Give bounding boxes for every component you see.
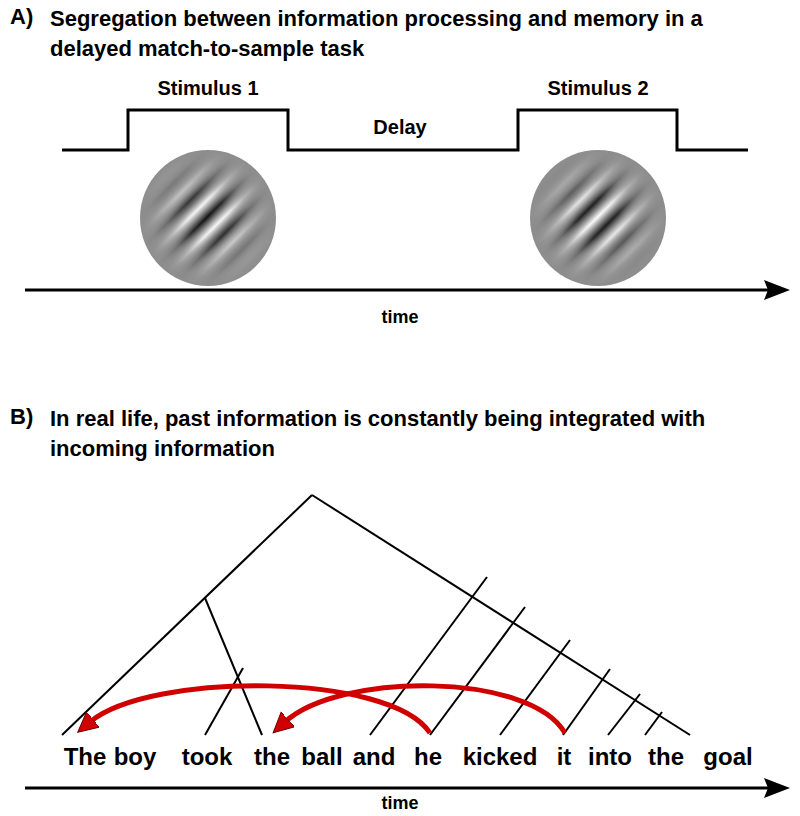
sentence-word: and	[353, 743, 396, 772]
sentence-word: boy	[114, 743, 157, 772]
sentence-word: kicked	[463, 743, 538, 772]
axis-label: time	[381, 307, 418, 329]
delay-label: Delay	[373, 115, 426, 139]
sentence-word: goal	[703, 743, 752, 772]
panel-heading: Segregation between information processi…	[50, 4, 720, 64]
sentence-word: it	[557, 743, 572, 772]
sentence-word: ball	[301, 743, 342, 772]
stimulus-timeline	[62, 110, 748, 150]
sentence-word: took	[182, 743, 233, 772]
time-axis	[25, 280, 790, 300]
panel-letter: B)	[10, 404, 33, 430]
panel-letter: A)	[10, 4, 33, 30]
panel-heading: In real life, past information is consta…	[50, 404, 790, 464]
stimulus-label: Stimulus 2	[547, 76, 648, 100]
coreference-arrow	[90, 686, 565, 733]
parse-tree	[62, 495, 690, 735]
gabor-patch	[530, 150, 666, 286]
sentence-word: the	[648, 743, 684, 772]
stimulus-label: Stimulus 1	[157, 76, 258, 100]
axis-label: time	[381, 793, 418, 815]
sentence-word: he	[414, 743, 442, 772]
sentence-word: into	[588, 743, 632, 772]
gabor-patch	[140, 150, 276, 286]
sentence-word: The	[64, 743, 107, 772]
sentence-word: the	[254, 743, 290, 772]
